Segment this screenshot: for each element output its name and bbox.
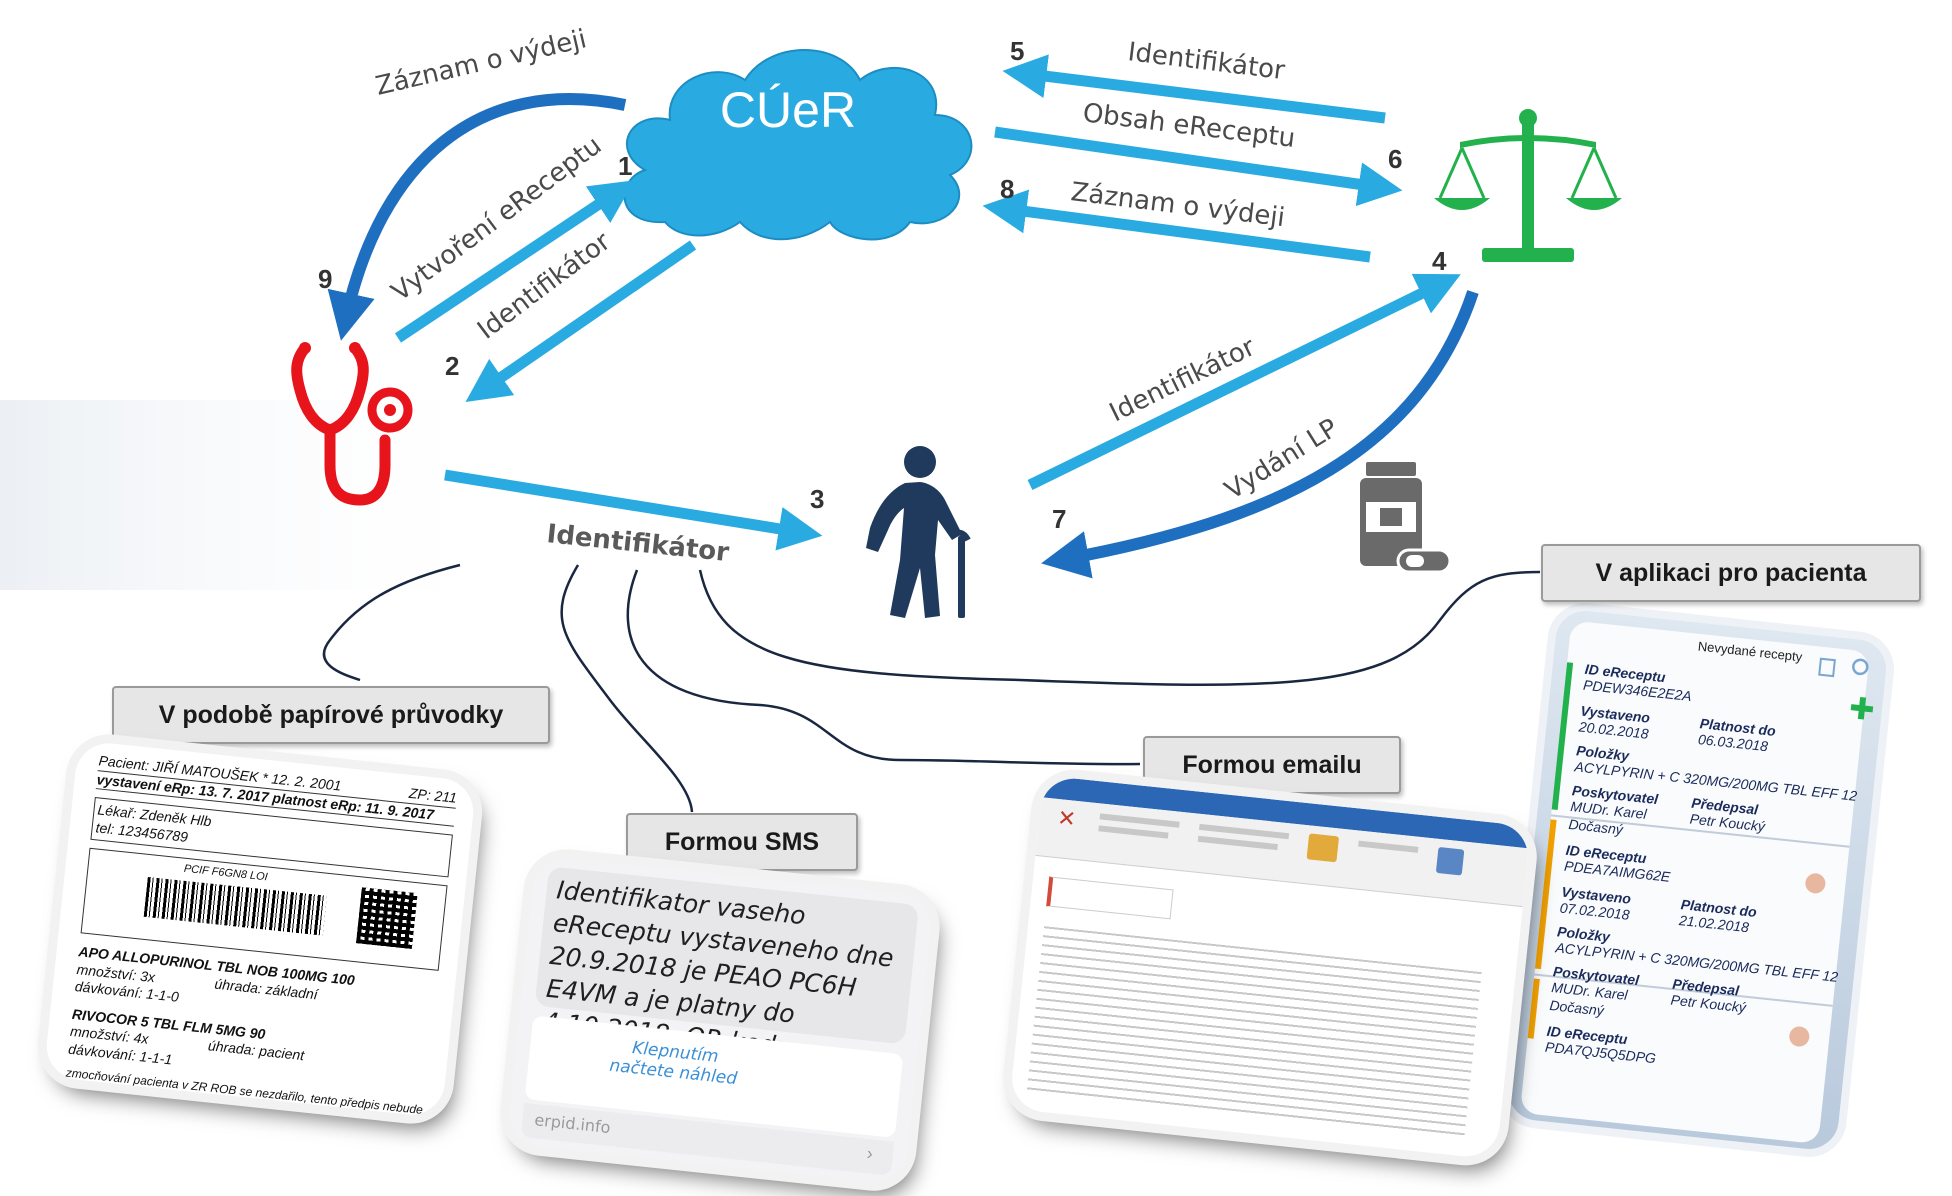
cloud-icon (623, 49, 973, 241)
connector-sms (560, 564, 694, 813)
connector-email (626, 569, 1141, 766)
step-8: 8 (1000, 174, 1014, 204)
step-7: 7 (1052, 504, 1066, 534)
pill-bottle-icon (1360, 462, 1452, 574)
arrow-5-identifier (1002, 54, 1386, 124)
arrow-3-identifier (444, 469, 823, 551)
app-phone (1500, 603, 1894, 1157)
connector-lines (322, 563, 1541, 813)
close-icon[interactable]: ✕ (1056, 805, 1078, 832)
arrow-4-identifier (1027, 273, 1461, 490)
app-header: Nevydané recepty (1697, 638, 1803, 665)
step-5: 5 (1010, 36, 1024, 66)
app-screen-text: Nevydané recepty ID eReceptu PDEW346E2E2… (1531, 620, 1878, 1119)
barcode (143, 876, 327, 936)
email-attachment[interactable] (1046, 876, 1174, 920)
arrow-7-dispense (1041, 290, 1479, 579)
sms-link[interactable]: Klepnutím načtete náhled (608, 1038, 739, 1090)
arrow-1-create (394, 180, 635, 343)
email-body-text (1026, 926, 1482, 1142)
sms-domain[interactable]: erpid.info (533, 1110, 612, 1138)
chevron-right-icon[interactable]: › (865, 1143, 874, 1164)
arrow-6-content (994, 126, 1403, 207)
connector-paper (322, 563, 461, 682)
step-9: 9 (318, 264, 332, 294)
arrows-dark (327, 93, 1479, 579)
email-card: ✕ (1008, 775, 1532, 1160)
qr-code (356, 887, 418, 949)
step-4: 4 (1432, 246, 1447, 276)
arrow-2-identifier (465, 240, 697, 402)
arrows-light (394, 54, 1461, 551)
step-3: 3 (810, 484, 824, 514)
sms-card: Identifikator vaseho eReceptu vystaveneh… (505, 854, 935, 1186)
paper-slip-card: Pacient: JIŘÍ MATOUŠEK * 12. 2. 2001 ZP:… (43, 740, 477, 1118)
label-identifikator-center: Identifikátor (545, 519, 730, 568)
box-app: V aplikaci pro pacienta (1541, 544, 1921, 602)
connector-app (698, 569, 1541, 686)
elderly-person-icon (866, 446, 971, 618)
sms-bubble: Identifikator vaseho eReceptu vystaveneh… (534, 866, 920, 1061)
arrow-9-record (327, 93, 627, 341)
box-paper: V podobě papírové průvodky (112, 686, 550, 744)
arrow-8-record (982, 189, 1371, 263)
step-1: 1 (618, 151, 632, 181)
box-sms: Formou SMS (626, 813, 858, 871)
cloud-label: CÚeR (720, 82, 856, 138)
background-band (0, 400, 520, 590)
step-2: 2 (445, 351, 459, 381)
step-6: 6 (1388, 144, 1402, 174)
label-identifikator-5: Identifikátor (1126, 37, 1287, 86)
scales-icon (1434, 109, 1622, 262)
stethoscope-icon (291, 342, 413, 506)
label-zaznam-top: Záznam o výdeji (373, 24, 590, 102)
box-email: Formou emailu (1143, 736, 1401, 794)
